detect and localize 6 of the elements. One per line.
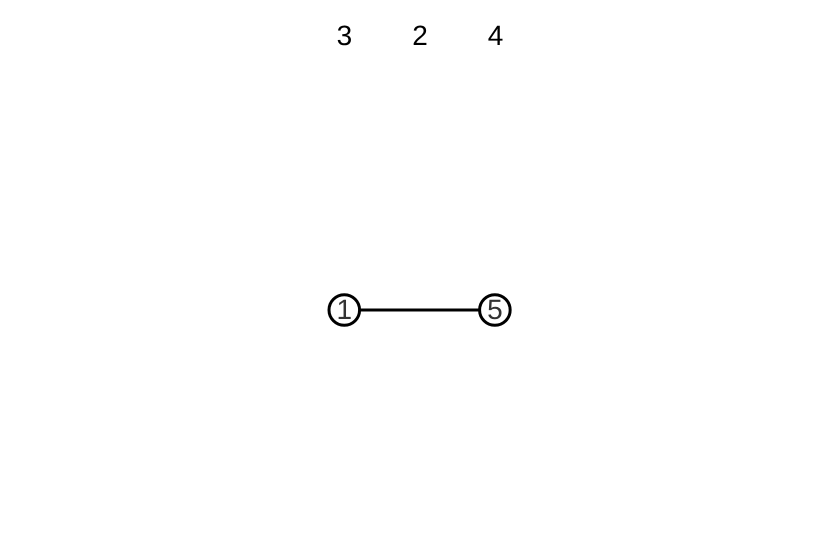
number-label: 2 (412, 20, 428, 52)
number-label: 4 (488, 20, 504, 52)
connector (360, 308, 480, 312)
node-circle: 1 (328, 293, 362, 327)
number-label: 3 (336, 20, 352, 52)
node-circle: 5 (478, 293, 512, 327)
